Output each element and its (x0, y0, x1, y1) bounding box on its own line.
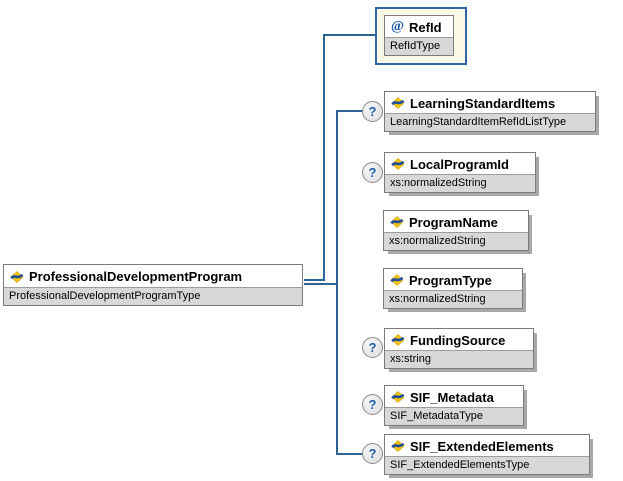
node-type: xs:normalizedString (385, 174, 535, 192)
connector-line (304, 283, 338, 285)
node-title-row: ProgramName (384, 211, 528, 232)
node-title-row: LocalProgramId (385, 153, 535, 174)
node-title-row: LearningStandardItems (385, 92, 595, 113)
optional-indicator: ? (362, 394, 383, 415)
node-title: RefId (409, 19, 442, 35)
node-type: xs:normalizedString (384, 232, 528, 250)
connector-line (323, 34, 325, 281)
node-type: SIF_ExtendedElementsType (385, 456, 589, 474)
element-icon (391, 97, 405, 109)
node-title: ProgramName (409, 214, 498, 230)
node-type: xs:string (385, 350, 533, 368)
node-title-row: @ RefId (385, 16, 453, 37)
node-title: LocalProgramId (410, 156, 509, 172)
node-sif-extended-elements[interactable]: SIF_ExtendedElements SIF_ExtendedElement… (384, 434, 590, 475)
node-type: xs:normalizedString (384, 290, 522, 308)
element-icon (391, 391, 405, 403)
connector-line (336, 453, 364, 455)
node-type: RefIdType (385, 37, 453, 55)
attribute-at-icon: @ (391, 19, 405, 34)
node-title-row: SIF_Metadata (385, 386, 523, 407)
node-title-row: ProgramType (384, 269, 522, 290)
node-program-name[interactable]: ProgramName xs:normalizedString (383, 210, 529, 251)
node-type: LearningStandardItemRefIdListType (385, 113, 595, 131)
node-refid[interactable]: @ RefId RefIdType (384, 15, 454, 56)
element-icon (391, 334, 405, 346)
node-sif-metadata[interactable]: SIF_Metadata SIF_MetadataType (384, 385, 524, 426)
node-type: SIF_MetadataType (385, 407, 523, 425)
node-funding-source[interactable]: FundingSource xs:string (384, 328, 534, 369)
node-local-program-id[interactable]: LocalProgramId xs:normalizedString (384, 152, 536, 193)
optional-indicator: ? (362, 101, 383, 122)
element-icon (390, 274, 404, 286)
node-title: ProfessionalDevelopmentProgram (29, 269, 243, 284)
node-title: SIF_Metadata (410, 389, 494, 405)
element-icon (390, 216, 404, 228)
optional-indicator: ? (362, 443, 383, 464)
node-professional-development-program[interactable]: ProfessionalDevelopmentProgram Professio… (3, 264, 303, 306)
node-title-row: SIF_ExtendedElements (385, 435, 589, 456)
optional-indicator: ? (362, 162, 383, 183)
node-program-type[interactable]: ProgramType xs:normalizedString (383, 268, 523, 309)
node-title-row: ProfessionalDevelopmentProgram (4, 265, 302, 287)
node-title: SIF_ExtendedElements (410, 438, 554, 454)
element-icon (391, 158, 405, 170)
connector-line (336, 110, 364, 112)
node-type: ProfessionalDevelopmentProgramType (4, 287, 302, 305)
node-title-row: FundingSource (385, 329, 533, 350)
connector-line (336, 110, 338, 455)
element-icon (10, 270, 24, 283)
node-title: FundingSource (410, 332, 506, 348)
element-icon (391, 440, 405, 452)
node-title: LearningStandardItems (410, 95, 556, 111)
connector-line (304, 279, 325, 281)
node-title: ProgramType (409, 272, 492, 288)
connector-line (323, 34, 375, 36)
optional-indicator: ? (362, 337, 383, 358)
node-learning-standard-items[interactable]: LearningStandardItems LearningStandardIt… (384, 91, 596, 132)
